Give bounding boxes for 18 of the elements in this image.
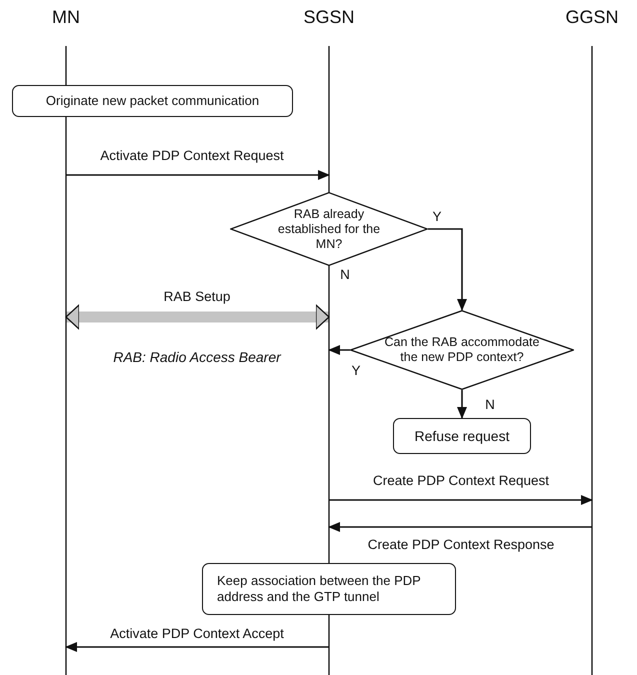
arrow: [328, 345, 350, 355]
process-box: Refuse request: [393, 418, 531, 454]
arrow: [329, 495, 593, 505]
edge-label: Create PDP Context Response: [366, 537, 556, 553]
arrow: [428, 228, 467, 311]
edge-label: RAB Setup: [162, 289, 232, 305]
arrow: [65, 642, 329, 652]
process-box: Originate new packet communication: [12, 85, 293, 117]
arrow: [457, 390, 467, 419]
note-text: RAB: Radio Access Bearer: [111, 349, 283, 365]
edge-label: Create PDP Context Request: [370, 473, 552, 489]
edge-label: Activate PDP Context Request: [98, 148, 286, 164]
edge-label: Activate PDP Context Accept: [108, 626, 286, 642]
arrow: [328, 522, 592, 532]
arrow: [66, 170, 330, 180]
decision-diamond: RAB already established for the MN?: [230, 192, 428, 266]
process-box: Keep association between the PDP address and the GTP tunnel: [202, 563, 456, 615]
double-arrow: [65, 304, 330, 330]
